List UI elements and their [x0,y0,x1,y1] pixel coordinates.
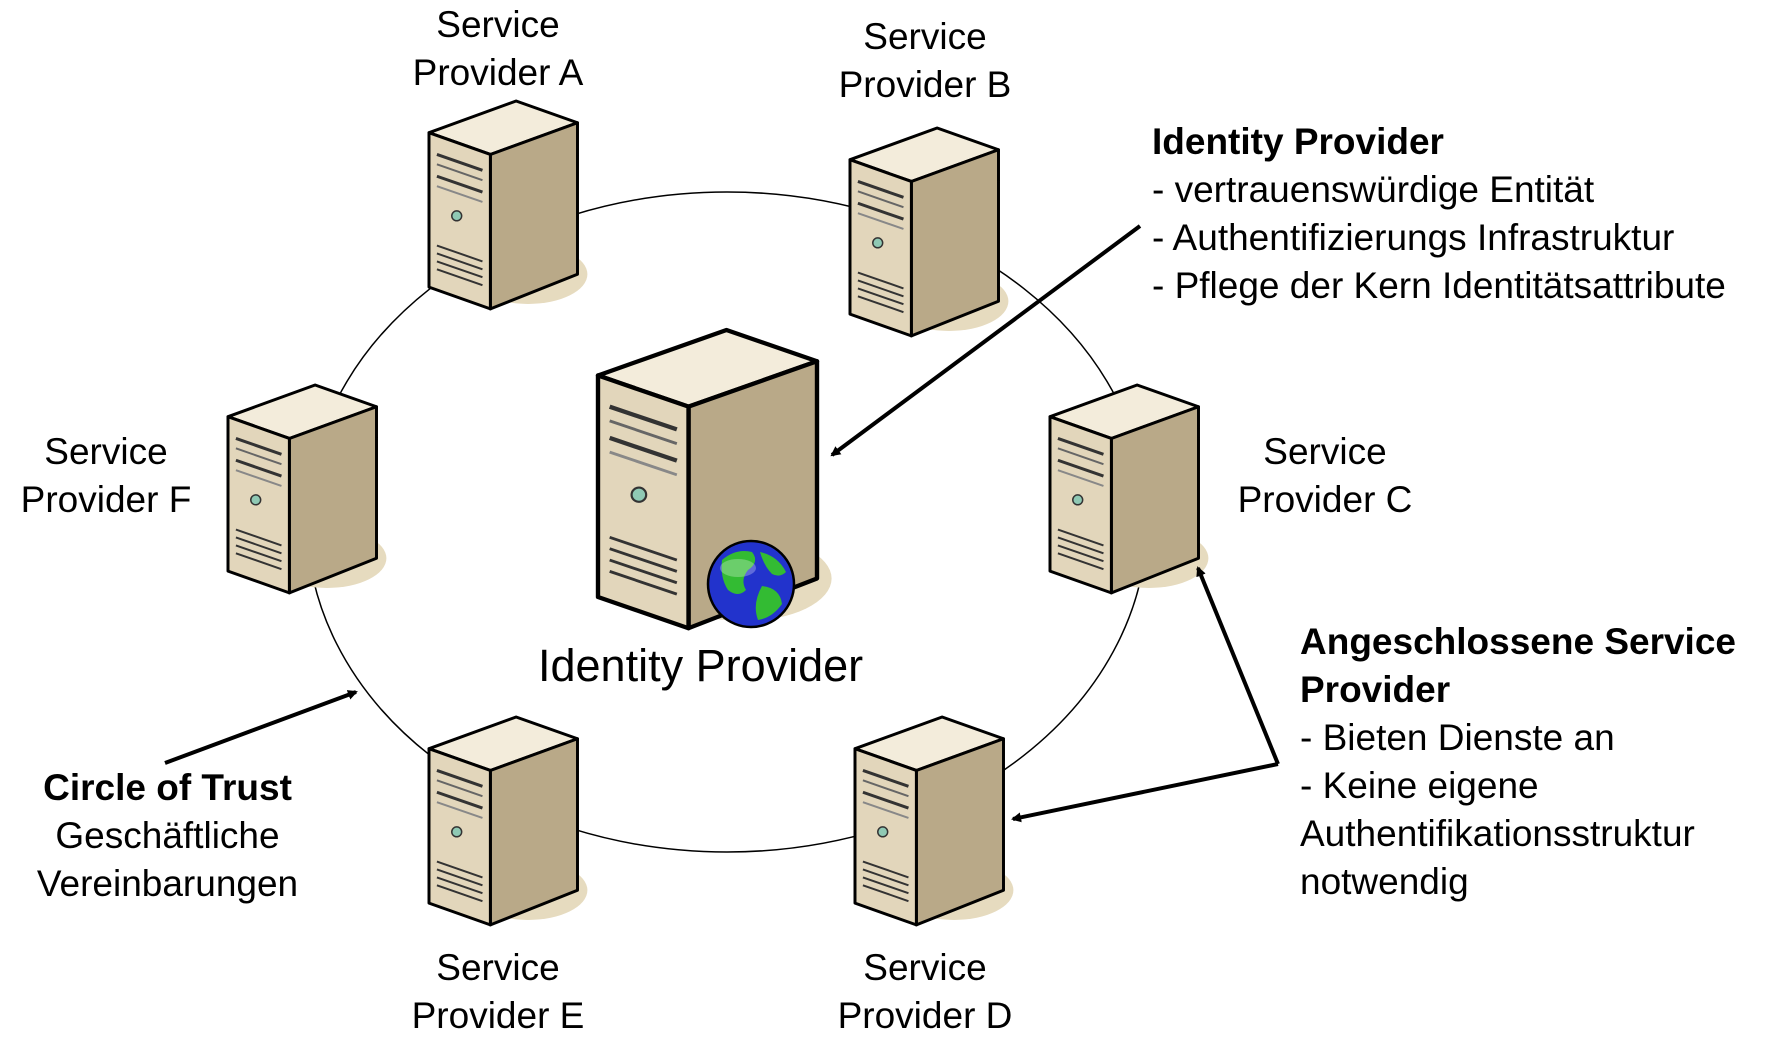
sp-note-arrow-to-c [1196,566,1280,765]
server-icon-provider-c [1048,383,1210,595]
service-provider-note-line: - Bieten Dienste an [1300,717,1615,758]
server-icon-provider-b [848,126,1010,338]
service-provider-note-line: notwendig [1300,861,1469,902]
identity-provider-note-line: - Authentifizierungs Infrastruktur [1152,217,1675,258]
service-provider-note-title: Angeschlossene Service [1300,621,1736,662]
identity-provider-label: Identity Provider [538,640,864,691]
idp-note-arrow [830,224,1142,457]
server-icon-provider-f [226,383,388,595]
service-provider-note-title: Provider [1300,669,1451,710]
server-icon-provider-d [853,715,1015,927]
circle-of-trust-note: Circle of Trust Geschäftliche Vereinbaru… [0,764,335,908]
service-provider-note-line: Authentifikationsstruktur [1300,813,1695,854]
identity-provider-note-line: - Pflege der Kern Identitätsattribute [1152,265,1726,306]
circle-of-trust-line: Vereinbarungen [36,863,299,904]
cot-arrow [164,690,358,765]
identity-provider-note-line: - vertrauenswürdige Entität [1152,169,1595,210]
service-provider-note-line: - Keine eigene [1300,765,1539,806]
globe-icon [706,539,796,629]
sp-note-arrow-to-d [1011,762,1279,823]
circle-of-trust-line: Geschäftliche [55,815,280,856]
circle-of-trust-title: Circle of Trust [43,767,292,808]
server-icon-provider-a [427,99,589,311]
identity-provider-note: Identity Provider - vertrauenswürdige En… [1152,118,1726,310]
identity-provider-note-title: Identity Provider [1152,121,1444,162]
server-icon-provider-e [427,715,589,927]
service-provider-note: Angeschlossene Service Provider - Bieten… [1300,618,1736,906]
